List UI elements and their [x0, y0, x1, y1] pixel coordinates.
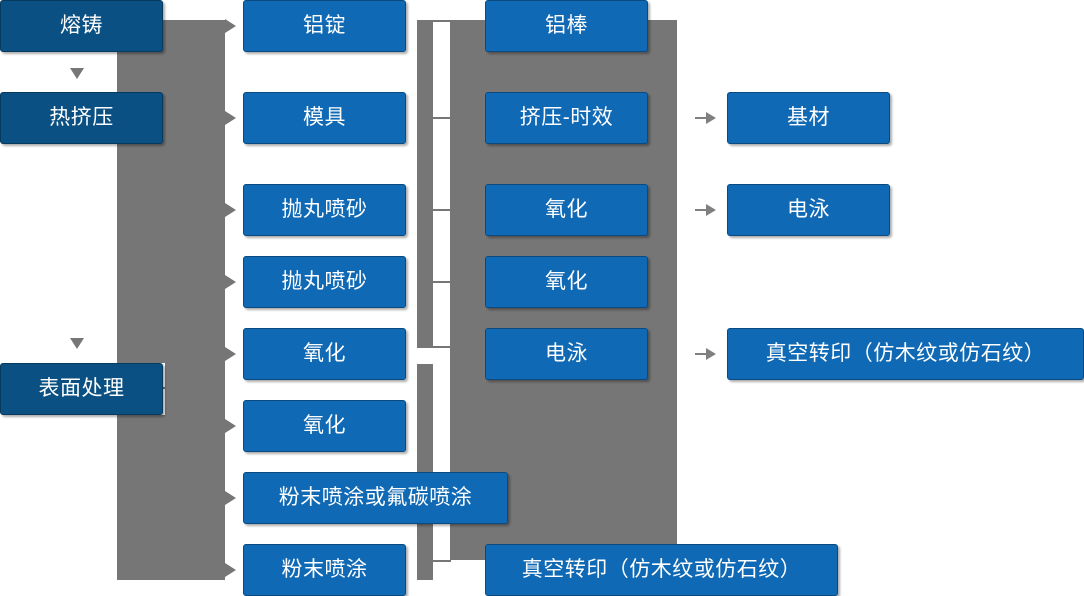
node-c3-n1[interactable]: 铝棒	[485, 0, 648, 52]
arrow-to-c2-n2	[225, 111, 236, 125]
arrow-to-c4-n2	[706, 204, 716, 216]
arrow-down-extrude-to-surface	[70, 338, 84, 349]
arrow-to-c4-n3	[706, 348, 716, 360]
arrow-stem-to-c4-n3	[695, 353, 707, 355]
node-c3-n6[interactable]: 真空转印（仿木纹或仿石纹）	[485, 544, 838, 596]
node-label: 电泳	[787, 198, 830, 222]
node-c4-n3[interactable]: 真空转印（仿木纹或仿石纹）	[727, 328, 1084, 380]
arrow-to-c2-n6	[225, 419, 236, 433]
node-label: 模具	[303, 106, 346, 130]
node-c2-n6[interactable]: 氧化	[243, 400, 406, 452]
node-c4-n1[interactable]: 基材	[727, 92, 890, 144]
node-c1-n2[interactable]: 热挤压	[0, 92, 163, 144]
node-c1-n3[interactable]: 表面处理	[0, 363, 163, 415]
connector-tie-5	[433, 346, 451, 348]
node-label: 氧化	[545, 198, 588, 222]
node-label: 粉末喷涂或氟碳喷涂	[278, 486, 473, 510]
node-label: 真空转印（仿木纹或仿石纹）	[521, 558, 802, 582]
node-label: 电泳	[545, 342, 588, 366]
node-c2-n2[interactable]: 模具	[243, 92, 406, 144]
node-label: 真空转印（仿木纹或仿石纹）	[765, 342, 1046, 366]
node-c2-n1[interactable]: 铝锭	[243, 0, 406, 52]
node-label: 铝棒	[545, 14, 588, 38]
connector-bar-sub-left-rail	[417, 20, 433, 348]
node-label: 熔铸	[60, 14, 103, 38]
connector-tie-2	[433, 117, 451, 119]
arrow-to-c2-n7	[225, 491, 236, 505]
node-label: 挤压-时效	[519, 106, 614, 130]
node-c3-n4[interactable]: 氧化	[485, 256, 648, 308]
node-label: 热挤压	[49, 106, 114, 130]
arrow-down-melt-to-extrude	[70, 68, 84, 79]
node-label: 基材	[787, 106, 830, 130]
node-label: 铝锭	[303, 14, 346, 38]
node-c3-n2[interactable]: 挤压-时效	[485, 92, 648, 144]
arrow-to-c2-n3	[225, 203, 236, 217]
arrow-stem-to-c4-n2	[695, 209, 707, 211]
node-label: 抛丸喷砂	[281, 270, 368, 294]
node-c3-n5[interactable]: 电泳	[485, 328, 648, 380]
node-c2-n7[interactable]: 粉末喷涂或氟碳喷涂	[243, 472, 508, 524]
arrow-to-c2-n5	[225, 347, 236, 361]
node-label: 氧化	[545, 270, 588, 294]
arrow-to-c2-n8	[225, 563, 236, 577]
node-c4-n2[interactable]: 电泳	[727, 184, 890, 236]
arrow-to-c4-n1	[706, 112, 716, 124]
connector-tie-4	[433, 281, 451, 283]
arrow-to-c2-n1	[225, 19, 236, 33]
connector-tie-3	[433, 209, 451, 211]
node-c3-n3[interactable]: 氧化	[485, 184, 648, 236]
node-label: 氧化	[303, 414, 346, 438]
node-c2-n3[interactable]: 抛丸喷砂	[243, 184, 406, 236]
connector-stub-surface	[163, 387, 185, 389]
node-label: 氧化	[303, 342, 346, 366]
arrow-stem-to-c4-n1	[695, 117, 707, 119]
node-label: 抛丸喷砂	[281, 198, 368, 222]
node-label: 表面处理	[38, 377, 125, 401]
node-c2-n5[interactable]: 氧化	[243, 328, 406, 380]
connector-tie-1	[433, 20, 451, 22]
node-c2-n8[interactable]: 粉末喷涂	[243, 544, 406, 596]
arrow-to-c2-n4	[225, 275, 236, 289]
node-c2-n4[interactable]: 抛丸喷砂	[243, 256, 406, 308]
connector-tie-6	[433, 560, 451, 562]
node-c1-n1[interactable]: 熔铸	[0, 0, 163, 52]
node-label: 粉末喷涂	[281, 558, 368, 582]
